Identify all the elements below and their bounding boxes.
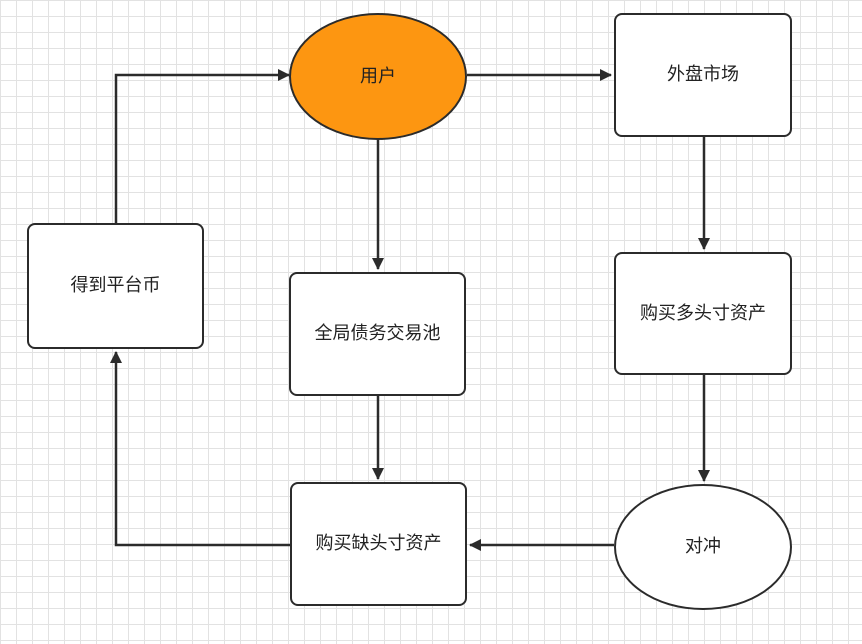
node-hedge[interactable]: 对冲 <box>614 484 792 610</box>
node-global-debt-pool-label: 全局债务交易池 <box>314 323 441 344</box>
node-buy-long-asset-label: 购买多头寸资产 <box>640 302 766 324</box>
node-buy-short-asset-label: 购买缺头寸资产 <box>315 533 442 554</box>
node-hedge-label: 对冲 <box>685 536 721 557</box>
node-user-label: 用户 <box>360 65 396 87</box>
node-buy-short-asset[interactable]: 购买缺头寸资产 <box>290 482 467 606</box>
edge-buy-short-asset-to-get-platform-coin <box>110 351 290 547</box>
node-get-platform-coin-label: 得到平台币 <box>70 275 161 296</box>
node-get-platform-coin[interactable]: 得到平台币 <box>27 223 204 349</box>
node-user[interactable]: 用户 <box>289 13 467 140</box>
node-buy-long-asset[interactable]: 购买多头寸资产 <box>614 252 792 375</box>
node-external-market-label: 外盘市场 <box>667 64 739 85</box>
node-external-market[interactable]: 外盘市场 <box>614 13 792 137</box>
edge-get-platform-coin-to-user <box>114 69 290 223</box>
node-global-debt-pool[interactable]: 全局债务交易池 <box>289 272 466 396</box>
